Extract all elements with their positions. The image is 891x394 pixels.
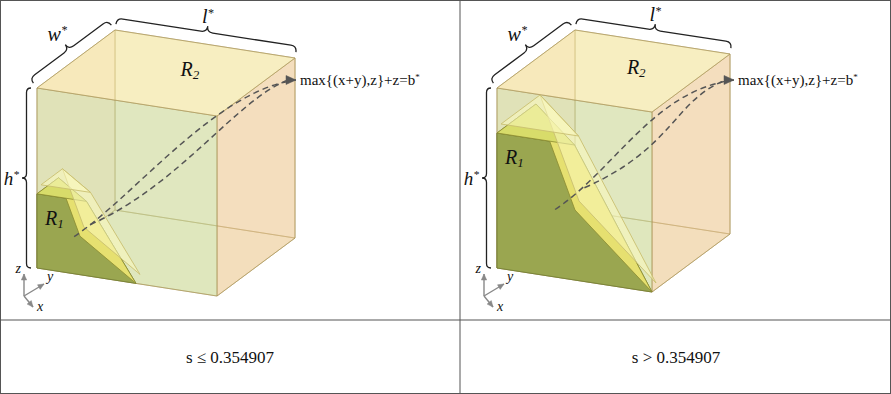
axis-label: x (37, 300, 43, 314)
axis-label: z (476, 262, 481, 276)
table-divider (460, 0, 461, 394)
axis-label: x (497, 300, 503, 314)
dimension-label: w* (508, 24, 527, 44)
dimension-label: w* (48, 24, 67, 44)
arrow-head (481, 274, 486, 280)
arrow-head (286, 76, 296, 85)
axis-label: y (507, 270, 513, 284)
arrow-head (724, 76, 734, 85)
box-face (37, 30, 295, 116)
surface-equation: max{(x+y),z}+z=b* (738, 73, 858, 88)
axis-line (484, 284, 504, 296)
subscript: 2 (639, 65, 646, 80)
superscript: * (415, 72, 420, 82)
superscript: * (13, 168, 19, 180)
region-label: R1 (505, 147, 524, 167)
dashed-leader (90, 80, 288, 225)
axis-line (24, 284, 44, 296)
dimension-brace (22, 88, 31, 268)
dashed-leader (555, 80, 734, 210)
axis-label: y (47, 270, 53, 284)
superscript: * (473, 168, 479, 180)
region-label: R2 (181, 59, 200, 79)
table-cell: s > 0.354907 (632, 349, 720, 366)
table-divider (0, 320, 891, 321)
arrow-head (27, 301, 33, 307)
surface-equation: max{(x+y),z}+z=b* (300, 73, 420, 88)
boundary-surface (41, 169, 91, 193)
axis-line (24, 296, 33, 307)
dimension-label: h* (464, 169, 479, 188)
axis-label: z (16, 262, 21, 276)
subscript: 1 (57, 216, 64, 231)
arrow-head (487, 301, 493, 307)
dimension-brace (492, 22, 572, 83)
dimension-brace (32, 22, 112, 83)
dimension-label: h* (4, 169, 19, 188)
axis-line (484, 296, 493, 307)
subscript: 1 (517, 155, 524, 170)
region-label: R1 (45, 208, 64, 228)
box-face (37, 88, 217, 296)
subscript: 2 (193, 67, 200, 82)
table-cell: s ≤ 0.354907 (186, 349, 274, 366)
arrow-head (38, 284, 45, 289)
dimension-label: l* (650, 4, 662, 24)
dashed-leader (74, 80, 296, 237)
dimension-brace (482, 88, 491, 268)
arrow-head (21, 274, 26, 280)
arrow-head (498, 284, 505, 289)
superscript: * (208, 6, 214, 20)
superscript: * (655, 4, 661, 18)
boundary-surface (501, 95, 579, 136)
dimension-label: l* (202, 6, 214, 26)
superscript: * (61, 23, 67, 37)
superscript: * (521, 23, 527, 37)
superscript: * (853, 72, 858, 82)
region-label: R2 (627, 57, 646, 77)
dashed-leader (584, 80, 726, 188)
